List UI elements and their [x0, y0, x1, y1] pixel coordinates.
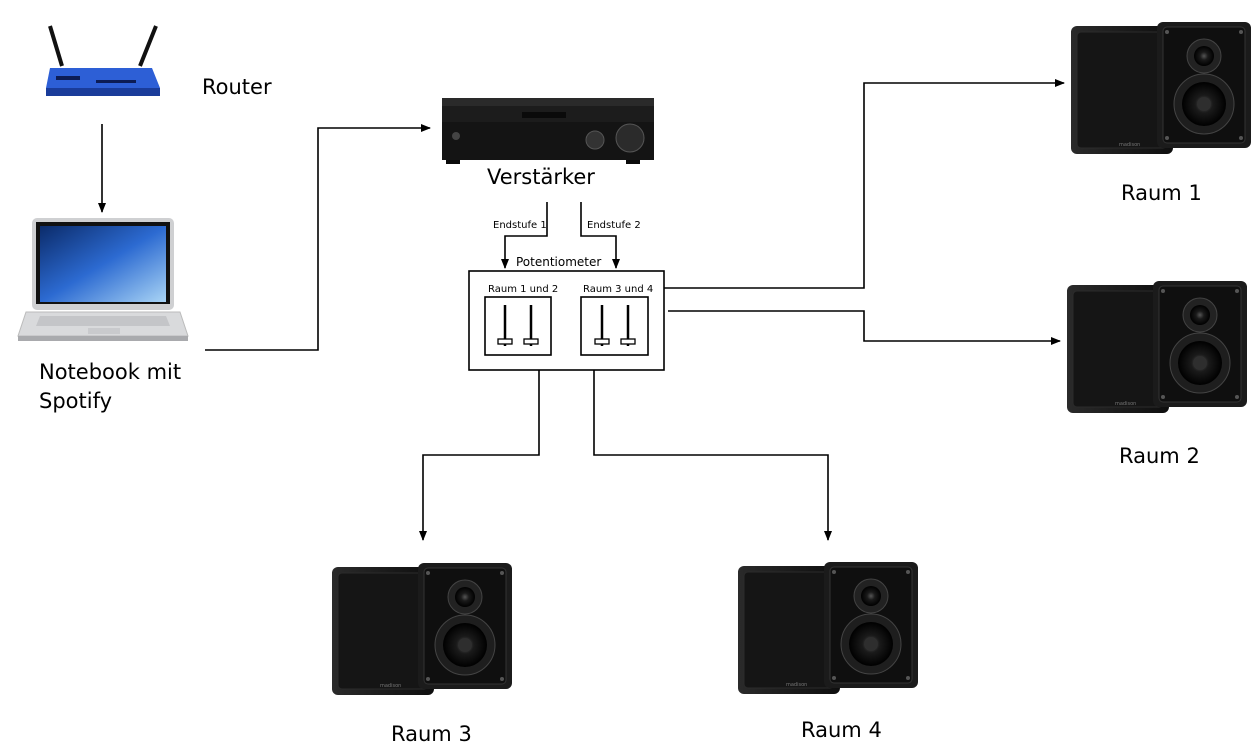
- amplifier-icon: [442, 98, 654, 164]
- slider-icon: [523, 305, 539, 346]
- room1-label: Raum 1: [1121, 181, 1202, 205]
- connector-room1: [664, 79, 1065, 289]
- potentiometer-label: Potentiometer: [516, 255, 602, 269]
- speaker-pair-room1: [1070, 21, 1252, 155]
- stage2-label: Endstufe 2: [587, 220, 641, 231]
- group12-label: Raum 1 und 2: [488, 284, 559, 295]
- notebook-label: Notebook mit Spotify: [39, 360, 182, 413]
- group34-label: Raum 3 und 4: [583, 284, 654, 295]
- speaker-pair-room4: [737, 561, 919, 695]
- room3-label: Raum 3: [391, 722, 472, 746]
- connector-room3: [419, 370, 540, 541]
- slider-icon: [620, 305, 636, 346]
- room4-label: Raum 4: [801, 718, 882, 742]
- connector-room4: [593, 370, 832, 541]
- connector-stage2: [580, 202, 620, 269]
- stage1-label: Endstufe 1: [493, 220, 547, 231]
- laptop-icon: [17, 218, 189, 341]
- speaker-pair-room2: [1066, 280, 1248, 414]
- room2-label: Raum 2: [1119, 444, 1200, 468]
- potentiometer-box: [468, 270, 665, 371]
- slider-icon: [594, 305, 610, 346]
- amplifier-label: Verstärker: [487, 165, 595, 189]
- connector-room2: [668, 310, 1061, 345]
- router-label: Router: [202, 75, 272, 99]
- connector-stage1: [501, 202, 548, 269]
- connector-notebook-amplifier: [205, 124, 431, 351]
- router-icon: [46, 25, 160, 96]
- speaker-pair-room3: [331, 562, 513, 696]
- slider-icon: [497, 305, 513, 346]
